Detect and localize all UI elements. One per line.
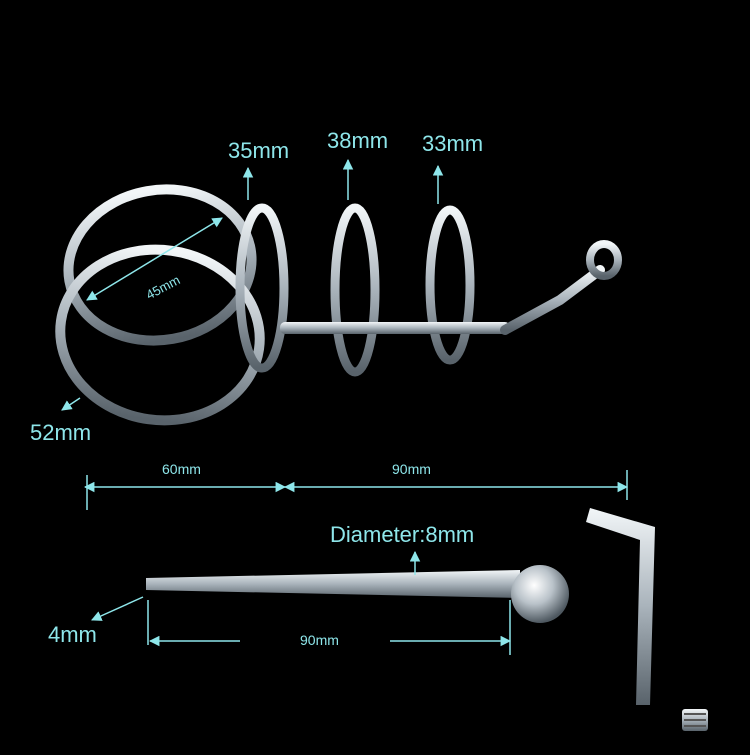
rod-length-label: 90mm — [300, 632, 339, 648]
insertion-rod — [146, 565, 569, 623]
coil-rings — [235, 203, 475, 377]
connecting-rod — [280, 240, 622, 335]
set-screw — [682, 709, 708, 731]
segment-2-label: 90mm — [392, 461, 431, 477]
segment-1-label: 60mm — [162, 461, 201, 477]
outer-ring-label: 52mm — [30, 420, 92, 445]
diameter-label: Diameter:8mm — [330, 522, 475, 547]
allen-key — [586, 508, 655, 705]
ring-1-label: 35mm — [228, 138, 290, 163]
dimension-lines — [61, 158, 629, 655]
ring-2-label: 38mm — [327, 128, 389, 153]
tip-label: 4mm — [48, 622, 97, 647]
ring-3-label: 33mm — [422, 131, 484, 156]
